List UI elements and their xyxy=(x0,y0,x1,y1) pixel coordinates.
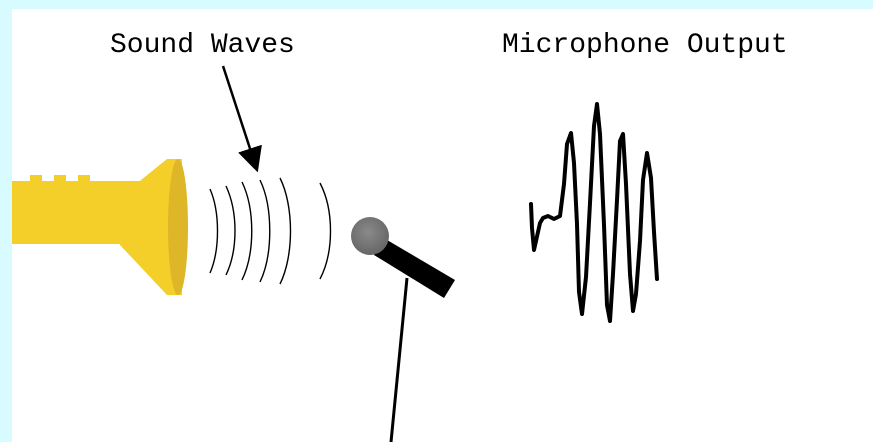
microphone-handle xyxy=(374,237,455,298)
trumpet-bell xyxy=(120,159,182,295)
microphone-head xyxy=(351,217,389,255)
microphone-output-waveform xyxy=(529,102,659,323)
diagram-canvas: Sound Waves Microphone Output xyxy=(12,9,873,442)
sound-wave-2 xyxy=(225,185,236,276)
sound-waves-label: Sound Waves xyxy=(110,30,295,61)
trumpet-bell-opening xyxy=(168,159,188,295)
microphone-stand xyxy=(389,277,409,442)
sound-waves-arrow xyxy=(221,65,262,173)
sound-wave-5 xyxy=(279,177,292,285)
waveform-icon xyxy=(529,102,659,323)
sound-diagram xyxy=(12,65,659,442)
microphone-output-label: Microphone Output xyxy=(502,30,788,61)
sound-wave-3 xyxy=(241,181,253,281)
sound-wave-4 xyxy=(259,179,271,283)
microphone-icon xyxy=(351,217,455,442)
sound-waves xyxy=(209,177,332,285)
sound-wave-6 xyxy=(319,182,332,280)
sound-wave-1 xyxy=(209,188,219,274)
trumpet-icon xyxy=(12,159,188,295)
